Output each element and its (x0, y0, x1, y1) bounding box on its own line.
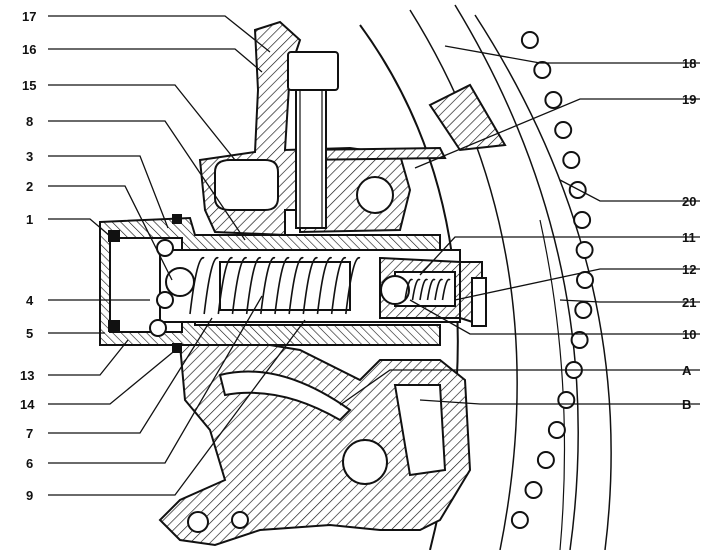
callout-14: 14 (20, 397, 35, 412)
leader-lines (48, 15, 700, 496)
bearing-ball (536, 451, 555, 469)
small-spring-coil (441, 278, 451, 301)
bearing-ball (510, 511, 529, 529)
callout-13: 13 (20, 368, 34, 383)
small-spring-coil (411, 278, 421, 301)
lower-casting (158, 338, 472, 547)
main-spring-coil (260, 257, 276, 315)
main-spring-coil (217, 257, 233, 315)
bearing-ball (520, 31, 539, 49)
callout-11: 11 (682, 230, 696, 245)
main-spring-coil (330, 257, 347, 315)
bearing-ball (524, 481, 543, 499)
bearing-ball (562, 151, 581, 169)
housing-body (198, 20, 507, 237)
bearing-ball (576, 271, 594, 289)
bolt (287, 51, 339, 229)
small-spring-coil (419, 278, 429, 301)
bearing-ball (533, 61, 552, 79)
callout-18: 18 (682, 56, 696, 71)
callout-7: 7 (26, 426, 33, 441)
callout-4: 4 (26, 293, 34, 308)
callout-9: 9 (26, 488, 33, 503)
bearing-ball (573, 211, 592, 229)
main-spring-coil (203, 257, 219, 315)
callout-16: 16 (22, 42, 36, 57)
small-spring-coil (426, 278, 436, 301)
callout-15: 15 (22, 78, 36, 93)
small-spring-coil (434, 278, 444, 301)
callout-12: 12 (682, 262, 696, 277)
callout-17: 17 (22, 9, 36, 24)
callout-5: 5 (26, 326, 33, 341)
callout-3: 3 (26, 149, 33, 164)
bearing-ball (575, 241, 594, 259)
main-spring-coil (302, 257, 318, 315)
bearing-ball (557, 391, 576, 409)
callout-a: A (682, 363, 692, 378)
bearing-ball (570, 331, 589, 349)
main-spring-coil (316, 257, 333, 315)
callout-21: 21 (682, 295, 696, 310)
callout-labels-left: 17 16 15 8 3 2 1 4 5 13 14 7 6 9 (20, 9, 36, 503)
callout-labels-right: 18 19 20 11 12 21 10 A B (682, 56, 696, 412)
bearing-ball (547, 421, 566, 439)
callout-10: 10 (682, 327, 696, 342)
main-spring-coil (288, 257, 304, 315)
callout-20: 20 (682, 194, 696, 209)
callout-b: B (682, 397, 691, 412)
main-spring-coil (245, 257, 262, 315)
valve-assembly (99, 214, 487, 353)
main-spring-coil (345, 257, 361, 315)
main-spring-coil (274, 257, 290, 315)
bearing-ball (544, 91, 563, 109)
callout-8: 8 (26, 114, 33, 129)
bearing-ball (574, 301, 593, 319)
callout-2: 2 (26, 179, 33, 194)
callout-6: 6 (26, 456, 33, 471)
main-spring-coil (231, 257, 248, 315)
small-spring-coil (404, 278, 414, 301)
main-spring-coil (189, 257, 205, 315)
bearing-ring (510, 31, 594, 529)
callout-19: 19 (682, 92, 696, 107)
callout-1: 1 (26, 212, 33, 227)
bearing-ball (554, 121, 573, 139)
